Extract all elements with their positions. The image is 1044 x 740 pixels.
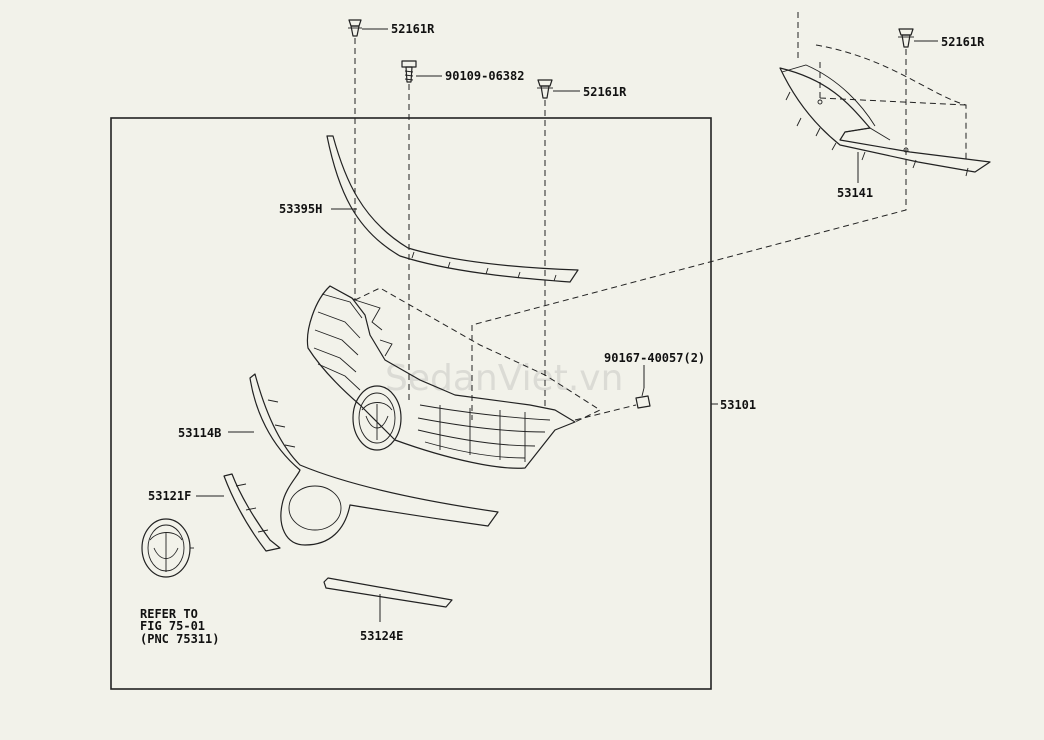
dash-line-grille — [354, 287, 602, 423]
label-53121F: 53121F — [148, 489, 191, 503]
clip-icon-mid — [537, 79, 553, 99]
label-52161R-top: 52161R — [391, 22, 435, 36]
label-53114B: 53114B — [178, 426, 221, 440]
note-line-1: REFER TO — [140, 607, 198, 621]
label-53395H: 53395H — [279, 202, 322, 216]
grille-assembly — [306, 285, 576, 469]
side-bracket-53121F — [223, 473, 281, 552]
clip-icon-top — [348, 19, 362, 37]
clip-icon-right — [898, 28, 914, 48]
note-line-3: (PNC 75311) — [140, 632, 219, 646]
bottom-molding-53124E — [323, 577, 453, 608]
watermark-text: SedanViet.vn — [385, 358, 623, 399]
label-53141: 53141 — [837, 186, 873, 200]
assembly-box — [110, 117, 712, 690]
dash-line-clip-right — [471, 49, 907, 420]
screw-icon — [401, 60, 417, 83]
label-53101: 53101 — [720, 398, 756, 412]
label-52161R-right: 52161R — [941, 35, 985, 49]
label-90109-06382: 90109-06382 — [445, 69, 524, 83]
label-90167-40057: 90167-40057(2) — [604, 351, 705, 365]
upper-cover-53141 — [779, 64, 991, 177]
lower-molding-53114B — [249, 373, 499, 546]
bolt-icon — [635, 387, 651, 409]
note-line-2: FIG 75-01 — [140, 619, 205, 633]
label-52161R-mid: 52161R — [583, 85, 627, 99]
emblem-icon — [141, 518, 194, 578]
dash-line-bolt — [574, 404, 637, 421]
dash-line-cover — [797, 12, 967, 160]
label-53124E: 53124E — [360, 629, 403, 643]
upper-molding-53395H — [326, 135, 579, 283]
